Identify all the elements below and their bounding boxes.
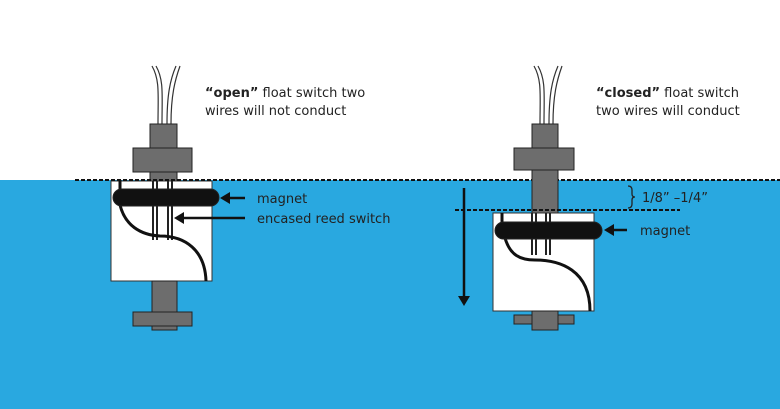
gap-label: 1/8” –1/4” (642, 191, 708, 206)
reed-switch-label: encased reed switch (257, 212, 390, 227)
open-switch (110, 65, 220, 331)
magnet (494, 221, 603, 240)
arrow-icon (604, 224, 627, 236)
magnet-label: magnet (257, 192, 307, 207)
arrow-icon (174, 212, 245, 224)
down-arrow-icon (458, 188, 470, 306)
closed-subtitle: two wires will conduct (596, 104, 740, 119)
brace-icon (627, 185, 636, 209)
wires-icon (151, 65, 181, 125)
closed-switch (492, 65, 603, 331)
closed-title: “closed” float switch (596, 86, 739, 101)
wires-icon (533, 65, 563, 125)
arrow-icon (220, 192, 245, 204)
magnet (112, 188, 220, 207)
open-title: “open” float switch two (205, 86, 365, 101)
open-subtitle: wires will not conduct (205, 104, 346, 119)
magnet-label: magnet (640, 224, 690, 239)
